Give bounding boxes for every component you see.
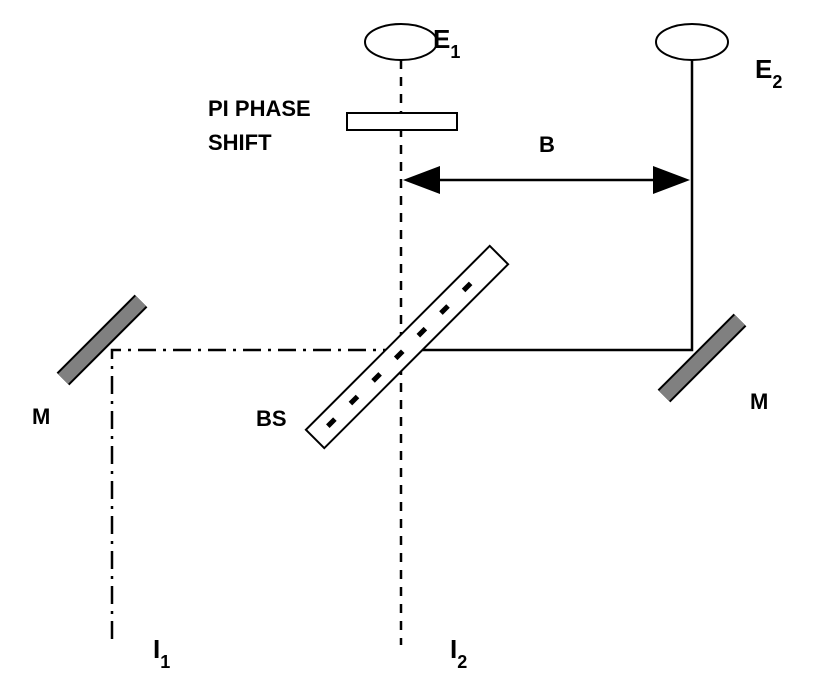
label-phase-shift-line2: SHIFT (208, 130, 272, 155)
label-mirror-left: M (32, 404, 50, 429)
label-i2: I2 (450, 634, 467, 672)
label-baseline: B (539, 132, 555, 157)
label-i1: I1 (153, 634, 170, 672)
label-phase-shift-line1: PI PHASE (208, 96, 311, 121)
mirror-left-fill (58, 296, 146, 384)
phase-shift-plate (346, 112, 458, 131)
label-e1: E1 (433, 24, 460, 62)
label-e2: E2 (755, 54, 782, 92)
label-mirror-right: M (750, 389, 768, 414)
beam-solid-path (401, 60, 694, 352)
detector-e1 (364, 23, 438, 61)
beam-splitter (304, 244, 510, 450)
label-beam-splitter: BS (256, 406, 287, 431)
beam-dashdot-path (110, 348, 401, 645)
baseline-arrow (403, 166, 690, 194)
detector-e2 (655, 23, 729, 61)
mirror-right-fill (659, 315, 745, 401)
